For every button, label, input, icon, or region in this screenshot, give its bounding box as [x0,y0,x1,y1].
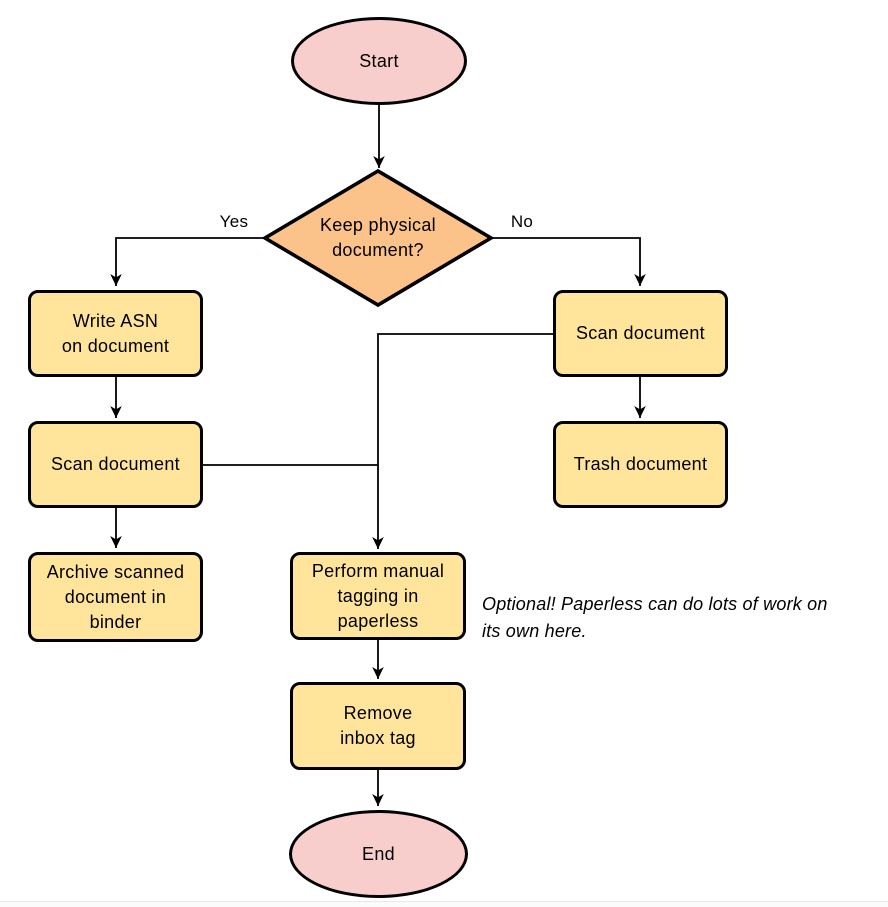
node-write-asn-label: Write ASN on document [61,310,170,356]
node-start: Start [291,17,467,105]
node-archive-binder-label: Archive scanned document in binder [46,561,185,632]
node-decision: Keep physical document? [288,213,468,263]
annotation-optional-note: Optional! Paperless can do lots of work … [482,594,828,641]
node-end-label: End [362,843,395,864]
edge-label-yes: Yes [219,212,249,231]
page-bottom-divider [0,901,888,902]
node-start-label: Start [359,50,399,71]
edge-decision-no-to-scan-right [491,237,646,286]
node-end: End [289,810,468,898]
edge-label-no: No [510,212,534,231]
edge-decision-yes-to-write-asn [110,237,265,286]
node-perform-tagging-label: Perform manual tagging in paperless [311,560,445,631]
page-bottom-strip [0,902,888,907]
node-remove-inbox-tag: Remove inbox tag [290,682,466,770]
node-perform-tagging: Perform manual tagging in paperless [290,552,466,640]
node-scan-document-right-label: Scan document [576,323,705,343]
node-remove-inbox-tag-label: Remove inbox tag [340,703,416,748]
node-scan-document-left: Scan document [28,421,203,508]
decision-diamond-shape [261,168,495,308]
node-scan-document-left-label: Scan document [51,454,180,474]
node-write-asn: Write ASN on document [28,290,203,377]
edge-scan-right-to-perform-tagging [372,333,553,549]
node-trash-document: Trash document [553,421,728,508]
node-trash-document-label: Trash document [573,454,708,474]
node-decision-label: Keep physical document? [320,215,436,260]
node-archive-binder: Archive scanned document in binder [28,552,203,642]
node-scan-document-right: Scan document [553,290,728,377]
